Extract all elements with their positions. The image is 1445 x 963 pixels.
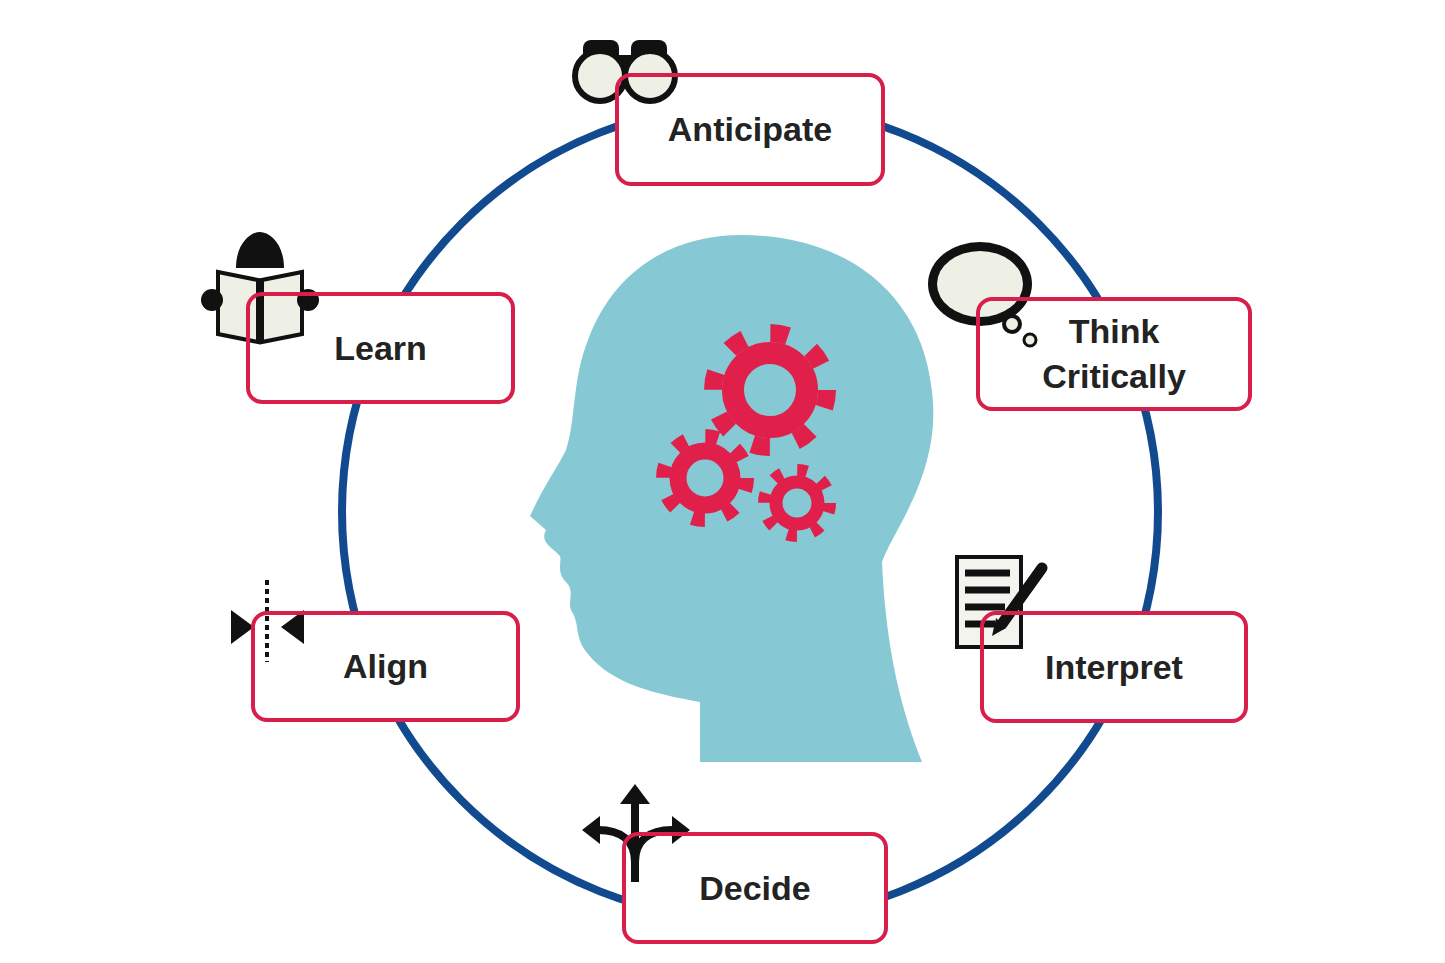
step-box: Decide — [622, 832, 888, 944]
head-silhouette — [530, 235, 933, 762]
binoculars-icon — [575, 40, 675, 101]
step-box: Anticipate — [615, 73, 885, 186]
step-label: Interpret — [1045, 645, 1183, 690]
gear-body — [678, 451, 732, 505]
step-box: Interpret — [980, 611, 1248, 723]
box-fill — [978, 299, 1250, 409]
step-label: Align — [343, 644, 428, 689]
step-label: Learn — [334, 326, 427, 371]
thought-bubble-icon — [928, 242, 1036, 346]
gears — [663, 333, 830, 536]
document-pen-icon — [957, 557, 1042, 647]
step-label: Think Critically — [994, 309, 1234, 399]
step-label: Decide — [699, 866, 811, 911]
align-icon — [231, 580, 304, 662]
step-label: Anticipate — [668, 107, 832, 152]
gear-body — [733, 353, 807, 427]
gear-teeth — [713, 333, 827, 447]
box-fills — [248, 75, 1250, 942]
gear-body — [776, 482, 818, 524]
reader-icon — [201, 232, 319, 342]
box-fill — [624, 834, 886, 942]
gear-teeth — [764, 470, 830, 536]
step-box: Align — [251, 611, 520, 722]
step-box: Learn — [246, 292, 515, 404]
step-box: Think Critically — [976, 297, 1252, 411]
gear-teeth — [663, 436, 747, 520]
cycle-ring — [342, 104, 1158, 920]
